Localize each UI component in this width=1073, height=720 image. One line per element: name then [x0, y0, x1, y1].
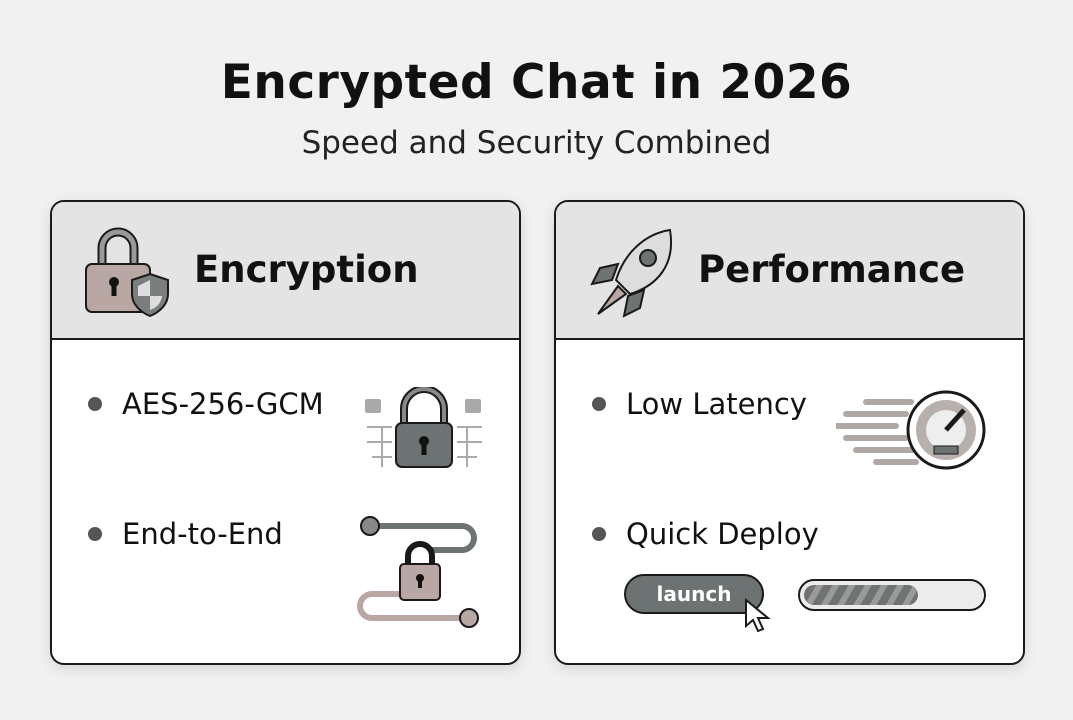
- item-label: Quick Deploy: [626, 517, 819, 551]
- list-item: Quick Deploy: [592, 517, 819, 551]
- page-subtitle: Speed and Security Combined: [301, 125, 772, 161]
- item-label: AES-256-GCM: [122, 387, 324, 421]
- performance-heading: Performance: [698, 248, 966, 291]
- list-item: AES-256-GCM: [88, 387, 324, 421]
- performance-card-header: Performance: [556, 202, 1023, 340]
- bullet-icon: [88, 527, 102, 541]
- launch-button[interactable]: launch: [624, 574, 764, 614]
- cursor-icon: [745, 598, 771, 633]
- connection-lock-icon: [357, 516, 479, 628]
- encryption-card-header: Encryption: [52, 202, 519, 340]
- progress-fill: [804, 585, 919, 605]
- encryption-card: Encryption AES-256-GCM End-to-End: [50, 200, 521, 665]
- page-title: Encrypted Chat in 2026: [220, 55, 853, 110]
- circuit-lock-icon: [365, 387, 482, 468]
- bullet-icon: [592, 527, 606, 541]
- rocket-icon: [590, 228, 673, 318]
- bullet-icon: [88, 397, 102, 411]
- list-item: Low Latency: [592, 387, 807, 421]
- bullet-icon: [592, 397, 606, 411]
- speedometer-icon: [836, 390, 986, 470]
- encryption-heading: Encryption: [194, 248, 419, 291]
- performance-card: Performance Low Latency Quick Deploy lau…: [554, 200, 1025, 665]
- deploy-progress-bar: [798, 579, 986, 611]
- item-label: Low Latency: [626, 387, 807, 421]
- list-item: End-to-End: [88, 517, 283, 551]
- item-label: End-to-End: [122, 517, 283, 551]
- lock-shield-icon: [85, 227, 169, 318]
